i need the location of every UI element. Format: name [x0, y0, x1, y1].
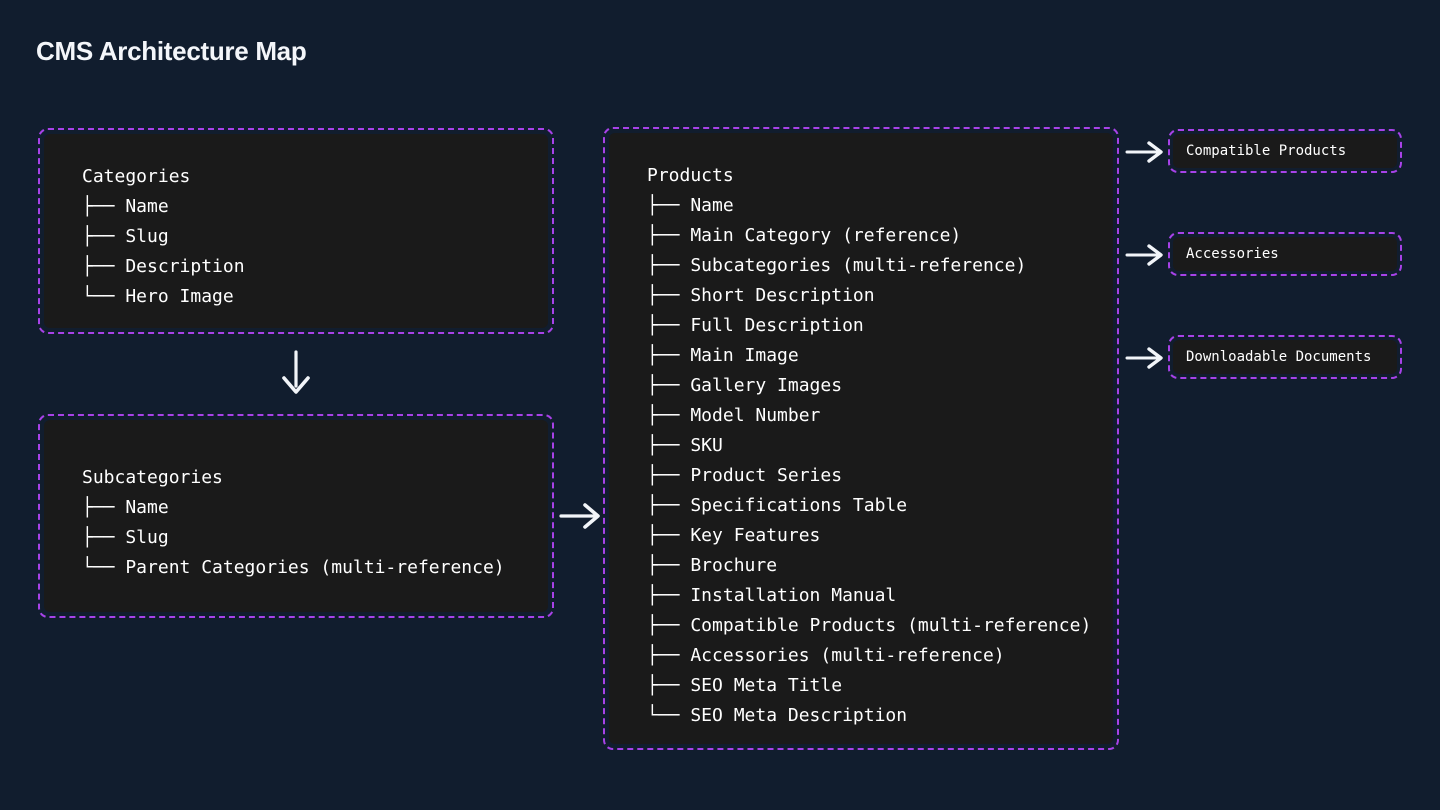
entity-field: └── Hero Image	[82, 282, 245, 312]
reference-chip-label: Compatible Products	[1186, 143, 1346, 159]
reference-chip-label: Accessories	[1186, 246, 1279, 262]
entity-field: ├── Short Description	[647, 281, 1091, 311]
reference-chip-body: Downloadable Documents	[1173, 340, 1397, 374]
entity-field: ├── Description	[82, 252, 245, 282]
reference-chip-body: Compatible Products	[1173, 134, 1397, 168]
entity-field: ├── Full Description	[647, 311, 1091, 341]
entity-field: ├── Slug	[82, 222, 245, 252]
entity-field: ├── Accessories (multi-reference)	[647, 641, 1091, 671]
arrow-down-icon	[278, 350, 314, 396]
entity-card-products[interactable]: Products├── Name├── Main Category (refer…	[603, 127, 1119, 750]
arrow-right-icon	[1125, 344, 1165, 372]
arrow-right-icon	[1125, 138, 1165, 166]
entity-field: ├── Name	[82, 192, 245, 222]
page-title: CMS Architecture Map	[36, 36, 306, 67]
entity-field: ├── Name	[82, 493, 505, 523]
entity-field: ├── Brochure	[647, 551, 1091, 581]
arrow-right-icon	[1125, 241, 1165, 269]
entity-field: ├── Slug	[82, 523, 505, 553]
entity-name: Subcategories	[82, 463, 505, 493]
entity-field-tree: Products├── Name├── Main Category (refer…	[647, 161, 1091, 731]
entity-field: ├── Compatible Products (multi-reference…	[647, 611, 1091, 641]
entity-field: ├── Specifications Table	[647, 491, 1091, 521]
entity-field: └── Parent Categories (multi-reference)	[82, 553, 505, 583]
entity-field: ├── Model Number	[647, 401, 1091, 431]
entity-field: ├── Key Features	[647, 521, 1091, 551]
entity-field-tree: Categories├── Name├── Slug├── Descriptio…	[82, 162, 245, 312]
entity-field: ├── SEO Meta Title	[647, 671, 1091, 701]
entity-field: ├── SKU	[647, 431, 1091, 461]
entity-field: ├── Subcategories (multi-reference)	[647, 251, 1091, 281]
entity-field: ├── Product Series	[647, 461, 1091, 491]
entity-card-categories[interactable]: Categories├── Name├── Slug├── Descriptio…	[38, 128, 554, 334]
entity-field: ├── Main Image	[647, 341, 1091, 371]
entity-field: └── SEO Meta Description	[647, 701, 1091, 731]
reference-chip-accessories[interactable]: Accessories	[1168, 232, 1402, 276]
arrow-right-icon	[558, 498, 602, 534]
entity-field: ├── Name	[647, 191, 1091, 221]
entity-card-body: Products├── Name├── Main Category (refer…	[609, 133, 1113, 744]
entity-card-subcategories[interactable]: Subcategories├── Name├── Slug└── Parent …	[38, 414, 554, 618]
entity-field: ├── Installation Manual	[647, 581, 1091, 611]
entity-card-body: Subcategories├── Name├── Slug└── Parent …	[44, 420, 548, 612]
reference-chip-downloadable-documents[interactable]: Downloadable Documents	[1168, 335, 1402, 379]
entity-card-body: Categories├── Name├── Slug├── Descriptio…	[44, 134, 548, 328]
entity-name: Products	[647, 161, 1091, 191]
entity-field-tree: Subcategories├── Name├── Slug└── Parent …	[82, 463, 505, 583]
entity-field: ├── Gallery Images	[647, 371, 1091, 401]
entity-name: Categories	[82, 162, 245, 192]
reference-chip-label: Downloadable Documents	[1186, 349, 1371, 365]
entity-field: ├── Main Category (reference)	[647, 221, 1091, 251]
reference-chip-body: Accessories	[1173, 237, 1397, 271]
reference-chip-compatible-products[interactable]: Compatible Products	[1168, 129, 1402, 173]
